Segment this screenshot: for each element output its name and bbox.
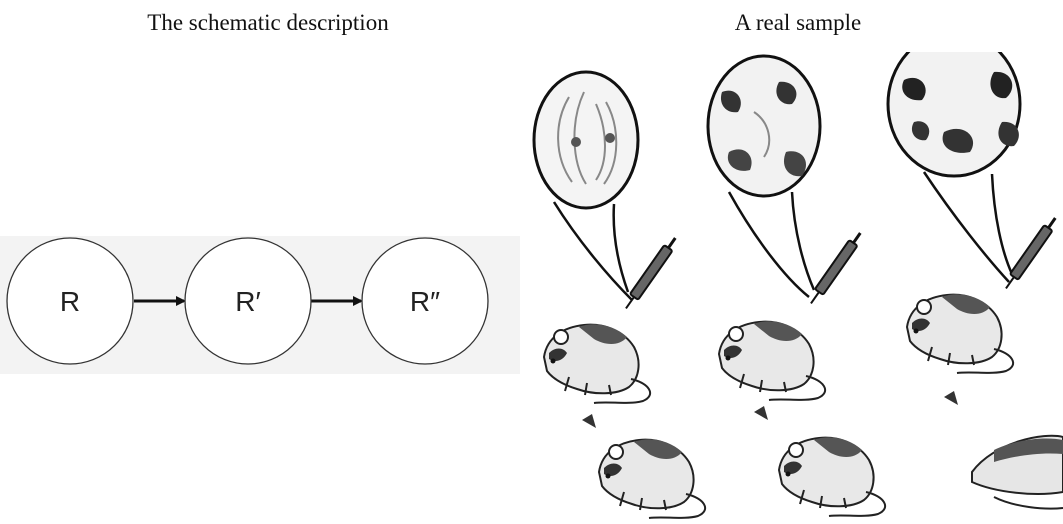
node-r-label: R [60,286,80,317]
strand-line [990,173,1014,275]
strand-line [552,201,633,301]
arrow-icon [944,391,958,405]
syringe-icon [805,228,866,308]
dead-mouse-icon [971,434,1063,510]
node-r2 [361,237,489,365]
arrow-icon [754,406,768,420]
node-r2-label: R″ [410,286,440,317]
schematic-diagram: R R′ R″ [0,236,520,374]
strand-line [612,203,630,293]
stage-1 [532,70,707,519]
stage-2 [706,54,887,517]
syringe-icon [1000,213,1061,293]
sample-svg [532,52,1063,519]
node-r [6,237,134,365]
mouse-icon [598,438,707,519]
stage-3 [886,52,1063,510]
strand-line [727,191,810,298]
mouse-icon [543,323,652,404]
node-r1-label: R′ [235,286,260,317]
sample-heading: A real sample [734,10,862,35]
petri-dish-icon [706,54,822,198]
arrow-icon [582,414,596,428]
schematic-heading: The schematic description [147,10,389,35]
petri-dish-icon [886,52,1022,178]
node-r1 [184,237,312,365]
strand-line [790,191,816,291]
mouse-icon [906,293,1015,374]
schematic-svg: R R′ R″ [6,237,489,365]
strand-line [922,171,1010,283]
petri-dish-icon [532,70,640,210]
mouse-icon [718,320,827,401]
mouse-icon [778,436,887,517]
sample-illustration [524,52,1063,524]
